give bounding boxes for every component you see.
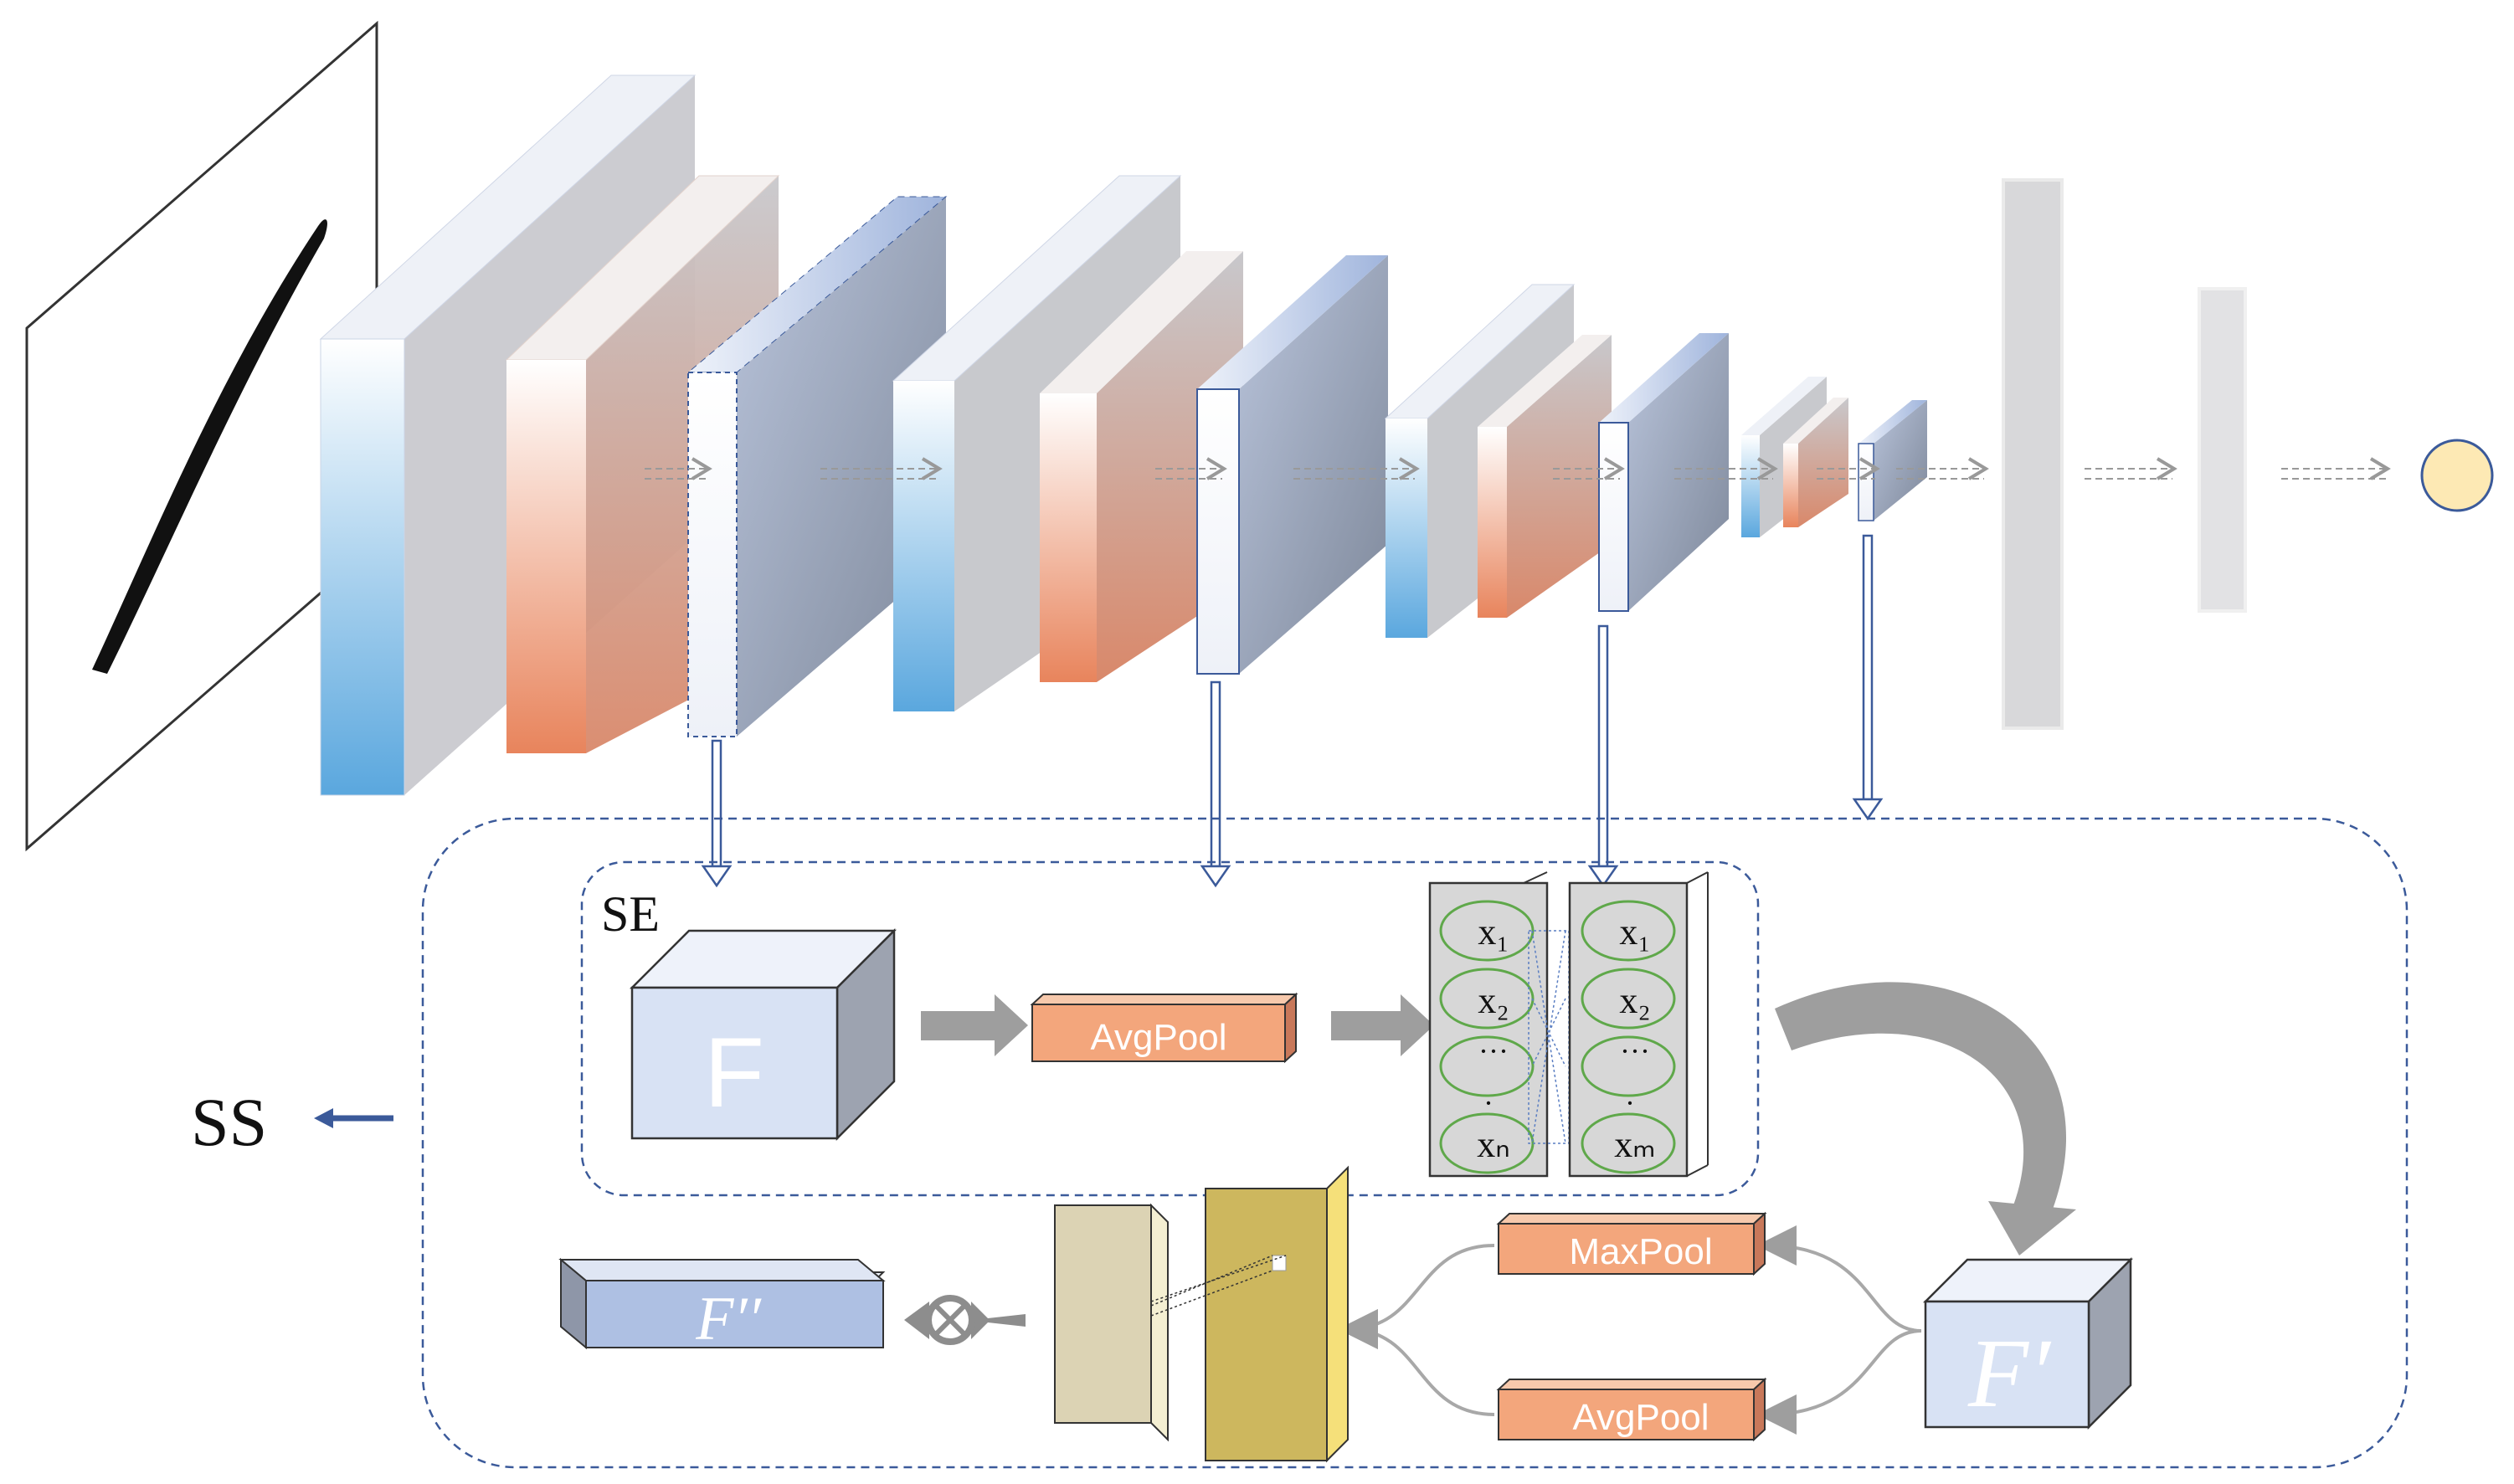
feature-f-double-prime: F′′ bbox=[558, 1257, 886, 1353]
thick-gray-arrow-icon bbox=[1331, 994, 1434, 1056]
neuron-label: xₙ bbox=[1477, 1124, 1510, 1165]
neuron-label: x₁ bbox=[1478, 911, 1509, 953]
neuron bbox=[1439, 968, 1535, 1030]
fc-neurons-right: x₁ x₂ ··· · xₘ bbox=[1568, 871, 1709, 1178]
flow-arrow bbox=[1817, 457, 1880, 480]
flow-arrow bbox=[2281, 457, 2391, 480]
se-block-boundary bbox=[580, 860, 1760, 1197]
thick-gray-arrow-icon bbox=[921, 994, 1028, 1056]
flow-arrow bbox=[1896, 457, 1989, 480]
output-node bbox=[2420, 439, 2494, 512]
neuron bbox=[1581, 1112, 1676, 1174]
conv-kernel-projection bbox=[1150, 1255, 1287, 1317]
flow-arrow bbox=[1293, 457, 1420, 480]
spatial-attention-map-front bbox=[1205, 1165, 1349, 1463]
ss-output-label: SS bbox=[191, 1084, 267, 1160]
neuron bbox=[1581, 900, 1676, 962]
flow-arrow bbox=[2085, 457, 2177, 480]
tap-arrow-stage1 bbox=[701, 739, 733, 888]
tap-arrow-stage4 bbox=[1852, 534, 1884, 821]
tap-arrow-stage2 bbox=[1200, 680, 1231, 888]
feature-cube-f-prime: F′ bbox=[1922, 1256, 2134, 1430]
neuron-label: xₘ bbox=[1614, 1124, 1655, 1165]
pool-branches bbox=[1338, 1225, 1922, 1435]
neuron-label: x₁ bbox=[1619, 911, 1650, 953]
neuron bbox=[1439, 900, 1535, 962]
feature-f-label: F bbox=[704, 1018, 764, 1128]
attention-module-boundary bbox=[421, 817, 2409, 1469]
feature-f-prime-label: F′ bbox=[1967, 1318, 2052, 1428]
maxpool: MaxPool bbox=[1496, 1211, 1767, 1276]
conv-block-stage4 bbox=[1741, 377, 1927, 537]
neuron-label: · bbox=[1483, 1086, 1493, 1120]
tap-arrow-stage3 bbox=[1587, 624, 1619, 888]
spatial-attention-map-back bbox=[1054, 1203, 1169, 1442]
conv-block-stage2 bbox=[892, 175, 1388, 711]
fc-layer-2 bbox=[2198, 287, 2247, 613]
ss-arrow bbox=[314, 1108, 393, 1128]
feature-f-double-prime-label: F′′ bbox=[695, 1285, 762, 1353]
neuron bbox=[1581, 968, 1676, 1030]
circle-times-icon bbox=[904, 1295, 1026, 1345]
avgpool-cbam: AvgPool bbox=[1496, 1377, 1767, 1442]
curved-gray-arrow-icon bbox=[1775, 982, 2076, 1255]
neuron bbox=[1439, 1035, 1535, 1097]
neuron-label: x₂ bbox=[1619, 980, 1650, 1021]
avgpool-se: AvgPool bbox=[1030, 992, 1298, 1064]
flow-arrow bbox=[820, 457, 943, 480]
conv-block-stage1 bbox=[319, 74, 948, 796]
fc-neurons-left: x₁ x₂ ··· · xₙ bbox=[1428, 871, 1549, 1178]
conv-block-stage3 bbox=[1384, 284, 1729, 638]
neuron-label: · bbox=[1625, 1086, 1635, 1120]
maxpool-label: MaxPool bbox=[1569, 1231, 1712, 1272]
se-label: SE bbox=[601, 886, 660, 942]
neuron bbox=[1581, 1035, 1676, 1097]
neuron-label: ··· bbox=[1478, 1035, 1509, 1068]
avgpool-cbam-label: AvgPool bbox=[1572, 1397, 1709, 1438]
neuron-label: x₂ bbox=[1478, 980, 1509, 1021]
backbone-flow-arrows bbox=[645, 457, 2391, 480]
neuron-label: ··· bbox=[1620, 1035, 1650, 1068]
fc-layer-1 bbox=[2002, 178, 2064, 730]
feature-cube-f: F bbox=[629, 927, 897, 1142]
flow-arrow bbox=[1553, 457, 1625, 480]
tap-arrows bbox=[701, 534, 1884, 888]
avgpool-se-label: AvgPool bbox=[1090, 1017, 1226, 1058]
flow-arrow bbox=[1674, 457, 1778, 480]
flow-arrow bbox=[1155, 457, 1227, 480]
